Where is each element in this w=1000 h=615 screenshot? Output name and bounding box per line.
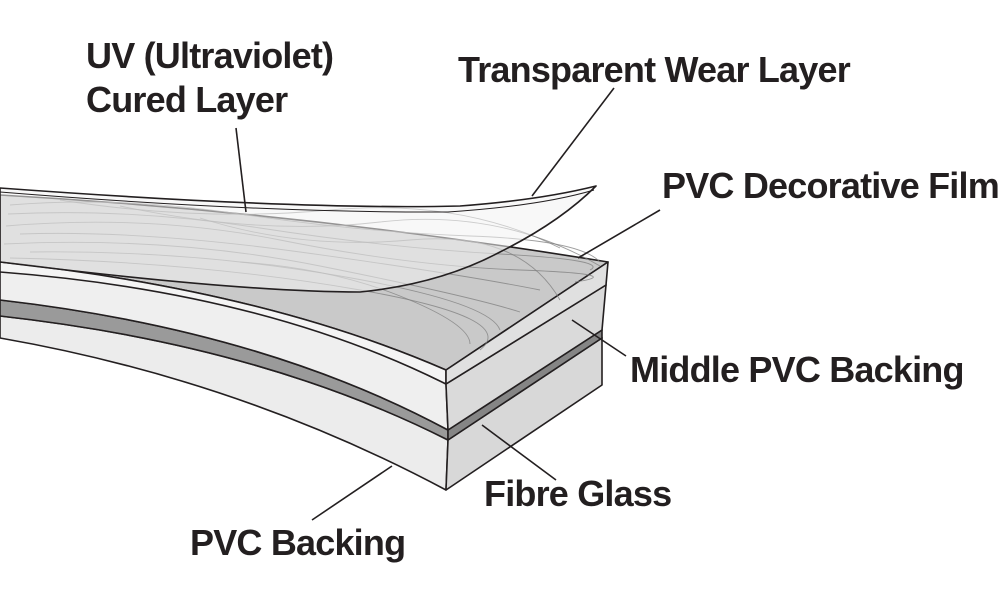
leader-decor xyxy=(577,209,661,259)
label-pvc-backing: PVC Backing xyxy=(190,522,405,563)
label-uv-line1: UV (Ultraviolet) xyxy=(86,35,333,76)
leader-fibre xyxy=(481,424,557,481)
label-transparent-wear-layer: Transparent Wear Layer xyxy=(458,49,851,90)
label-pvc-decorative-film: PVC Decorative Film xyxy=(662,165,999,206)
label-uv-line2: Cured Layer xyxy=(86,79,288,120)
transparent-wear-layer xyxy=(0,185,597,293)
leader-backing xyxy=(311,465,393,521)
leader-uv xyxy=(235,127,247,213)
leader-lines xyxy=(235,87,661,521)
labels: UV (Ultraviolet) Cured Layer Transparent… xyxy=(86,35,1000,563)
leader-wear xyxy=(531,87,615,197)
label-middle-pvc-backing: Middle PVC Backing xyxy=(630,349,964,390)
label-fibre-glass: Fibre Glass xyxy=(484,473,671,514)
leader-middle xyxy=(571,319,627,357)
